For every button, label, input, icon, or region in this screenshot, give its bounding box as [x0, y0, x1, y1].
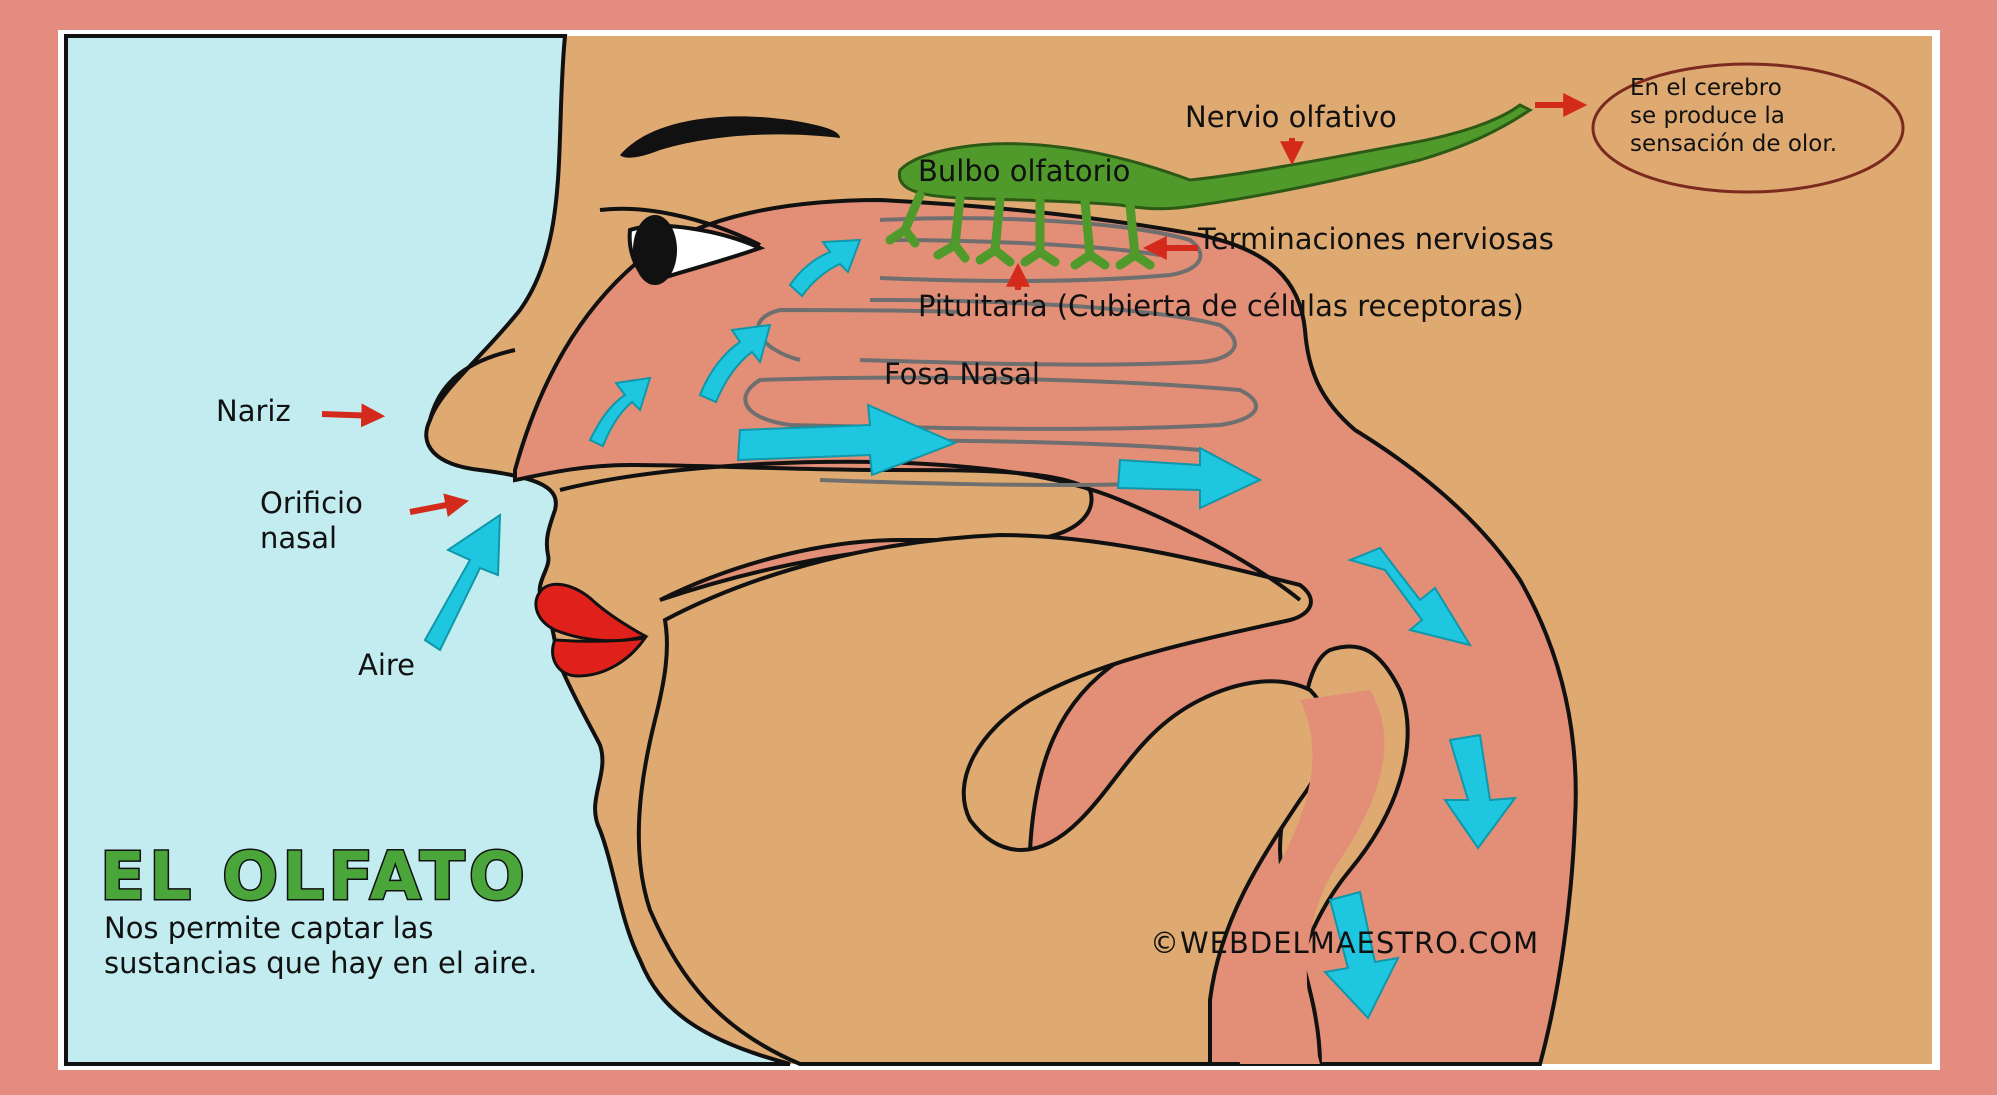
subtitle-line1: Nos permite captar las	[104, 911, 537, 946]
copyright-credit: ©WEBDELMAESTRO.COM	[1150, 926, 1539, 960]
pupil	[633, 215, 677, 285]
arrow-nariz	[322, 414, 378, 416]
page-title: EL OLFATO	[100, 838, 529, 915]
label-orificio-line2: nasal	[260, 521, 337, 556]
label-nervio-olfativo: Nervio olfativo	[1185, 100, 1397, 135]
label-aire: Aire	[358, 648, 415, 683]
label-nariz: Nariz	[216, 394, 291, 429]
brain-note-line3: sensación de olor.	[1630, 130, 1837, 158]
label-terminaciones-nerviosas: Terminaciones nerviosas	[1198, 222, 1554, 257]
label-fosa-nasal: Fosa Nasal	[884, 357, 1040, 392]
brain-note-line1: En el cerebro	[1630, 74, 1782, 102]
label-orificio-line1: Orificio	[260, 486, 363, 521]
brain-note-line2: se produce la	[1630, 102, 1785, 130]
subtitle: Nos permite captar las sustancias que ha…	[104, 911, 537, 981]
label-bulbo-olfatorio: Bulbo olfatorio	[918, 154, 1130, 189]
subtitle-line2: sustancias que hay en el aire.	[104, 946, 537, 981]
label-pituitaria: Pituitaria (Cubierta de células receptor…	[918, 289, 1524, 324]
